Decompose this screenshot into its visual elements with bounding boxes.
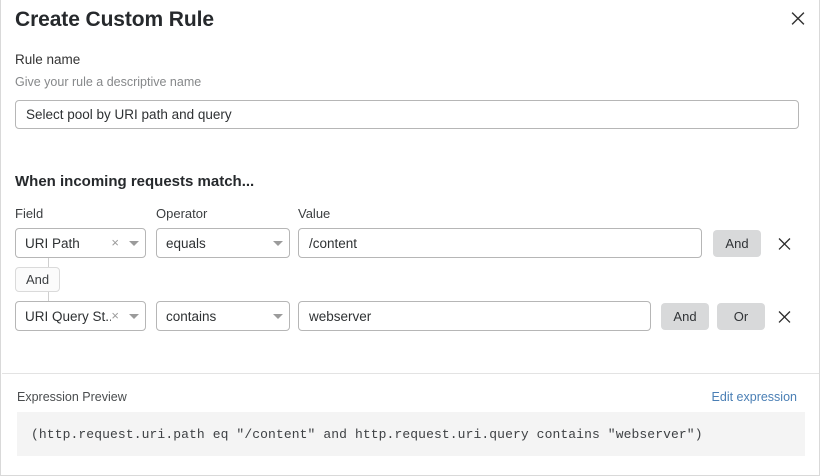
chevron-down-icon[interactable] [123,240,145,246]
rule-name-input[interactable] [15,100,799,129]
match-section-heading: When incoming requests match... [15,173,255,190]
field-select-2[interactable]: URI Query St... × [15,301,146,331]
rule-name-sublabel: Give your rule a descriptive name [15,75,202,89]
add-or-condition-button-2[interactable]: Or [717,303,765,330]
clear-icon[interactable]: × [111,234,119,250]
clear-icon[interactable]: × [111,307,119,323]
field-select-1-label: URI Path [25,235,80,251]
page-title: Create Custom Rule [15,8,214,31]
value-input-2[interactable] [298,301,651,331]
column-header-field: Field [15,206,44,221]
close-icon [778,310,790,323]
edit-expression-link[interactable]: Edit expression [711,390,797,404]
operator-select-1-label: equals [166,235,206,251]
column-header-operator: Operator [156,206,208,221]
preview-divider [2,373,819,374]
expression-preview-label: Expression Preview [17,390,127,404]
connector-line-bottom [48,292,49,302]
connector-line-top [48,258,49,268]
chevron-down-icon[interactable] [267,240,289,246]
condition-row: URI Query St... × contains And Or [1,301,819,331]
remove-condition-button-1[interactable] [773,232,795,254]
remove-condition-button-2[interactable] [773,305,795,327]
column-header-value: Value [298,206,331,221]
rule-name-label: Rule name [15,52,81,67]
expression-preview-code: (http.request.uri.path eq "/content" and… [31,426,703,442]
add-and-condition-button-2[interactable]: And [661,303,709,330]
value-input-1[interactable] [298,228,702,258]
condition-row: URI Path × equals And [1,228,819,258]
group-connector-and[interactable]: And [15,267,61,292]
operator-select-2[interactable]: contains [156,301,290,331]
close-icon [778,237,790,250]
field-select-1[interactable]: URI Path × [15,228,146,258]
close-dialog-button[interactable] [786,6,810,30]
operator-select-1[interactable]: equals [156,228,290,258]
chevron-down-icon[interactable] [123,313,145,319]
add-and-condition-button-1[interactable]: And [713,230,761,257]
expression-preview-box: (http.request.uri.path eq "/content" and… [17,412,805,456]
chevron-down-icon[interactable] [267,313,289,319]
field-select-2-label: URI Query St... [25,308,112,324]
operator-select-2-label: contains [166,308,217,324]
close-icon [791,12,805,25]
